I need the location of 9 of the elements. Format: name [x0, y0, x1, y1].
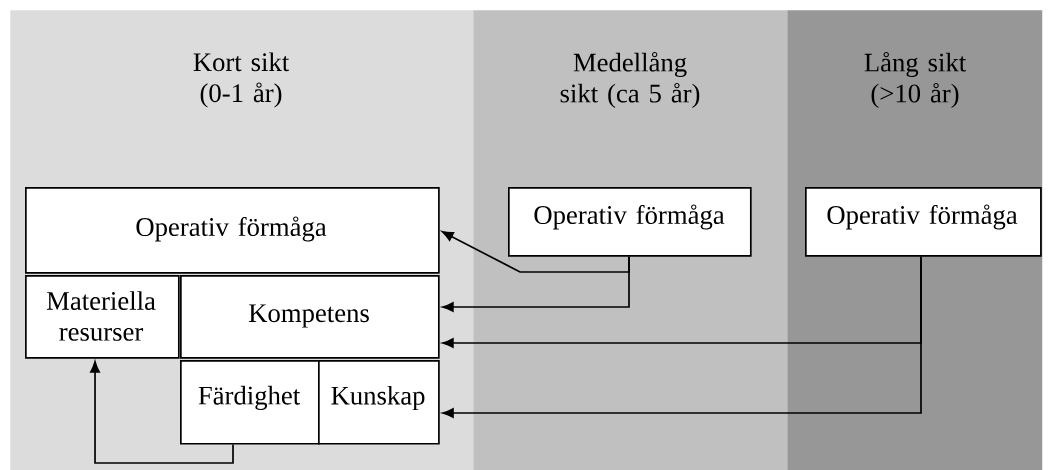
arrow: [90, 361, 234, 464]
arrow: [442, 255, 922, 418]
process-box: Kunskap: [318, 360, 440, 445]
process-box: Färdighet: [180, 360, 320, 445]
arrow: [442, 255, 630, 312]
process-box: Materiella resurser: [25, 275, 180, 359]
process-box: Operativ förmåga: [508, 187, 752, 257]
arrow: [441, 231, 630, 273]
process-box: Operativ förmåga: [805, 187, 1042, 257]
